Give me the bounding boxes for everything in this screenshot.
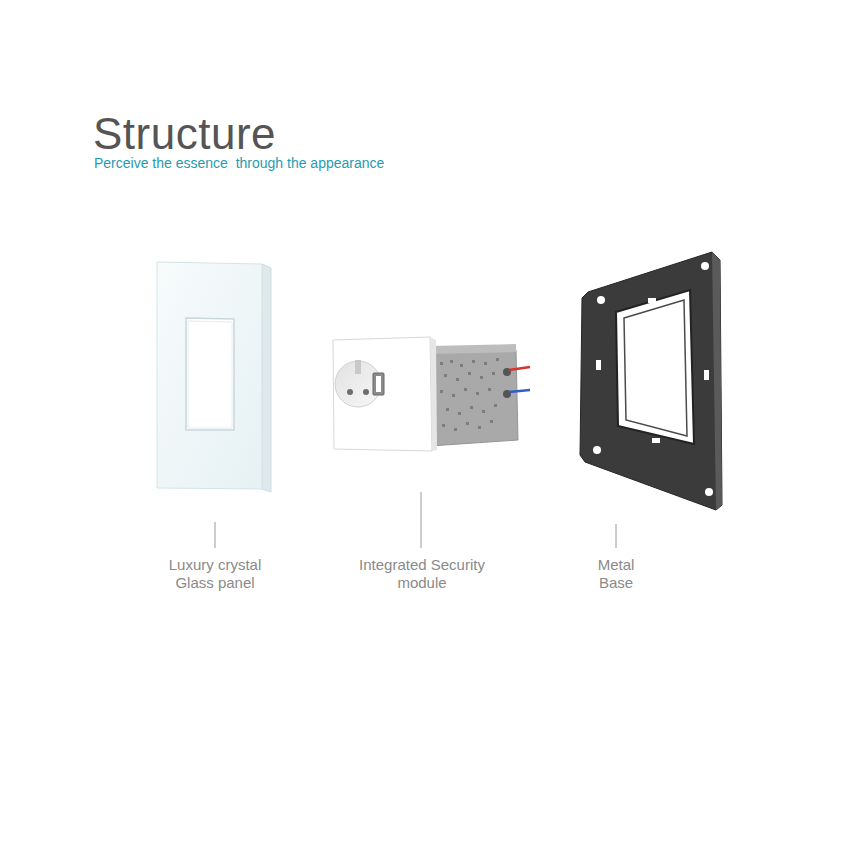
leader-line	[421, 492, 422, 548]
metal-base	[580, 252, 722, 510]
page-title: Structure	[93, 112, 276, 156]
part-name: Luxury crystal Glass panel	[156, 556, 274, 592]
glass-panel	[157, 262, 271, 492]
subtitle: Perceive the essence through the appeara…	[94, 156, 384, 170]
part-name: Metal Base	[587, 556, 645, 592]
part-name: Integrated Security module	[358, 556, 486, 592]
socket-module	[333, 337, 530, 451]
leader-line	[616, 524, 617, 548]
leader-line	[215, 522, 216, 548]
